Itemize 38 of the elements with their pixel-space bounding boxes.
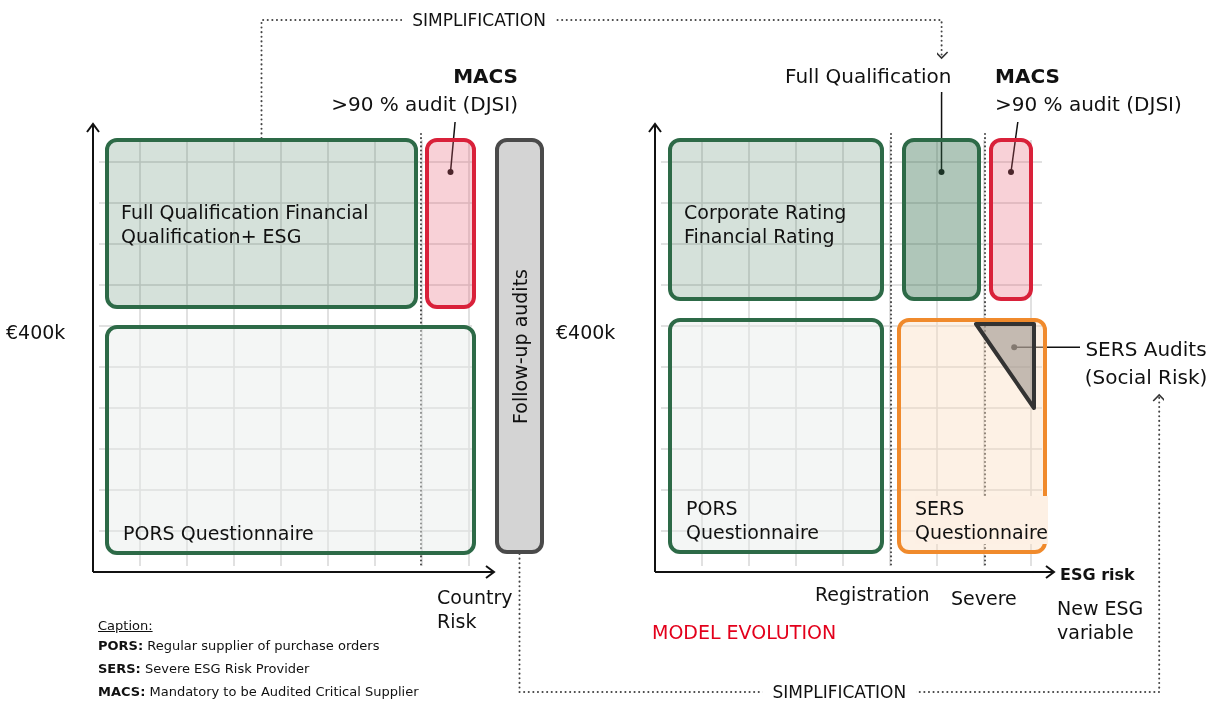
axis-value: €400k	[6, 320, 66, 344]
box-label: Full Qualification Financial Qualification+ ESG	[121, 200, 370, 248]
callout-text: >90 % audit (DJSI)	[995, 91, 1183, 118]
caption-entry: MACS: Mandatory to be Audited Critical Supplier	[98, 683, 419, 701]
leader-line	[1011, 344, 1081, 351]
axis-title: Country Risk	[437, 585, 514, 633]
callout-text: SERS Audits (Social Risk)	[1083, 336, 1209, 391]
callout-heading: MACS	[995, 63, 1061, 90]
axis-title: ESG risk	[1060, 564, 1135, 586]
audit-box	[425, 138, 476, 309]
callout-text: >90 % audit (DJSI)	[330, 91, 518, 118]
questionnaire-box	[668, 318, 884, 554]
callout-text: Full Qualification	[785, 63, 953, 90]
leader-line	[938, 91, 945, 175]
box-label: PORS Questionnaire	[123, 521, 314, 545]
questionnaire-box	[897, 318, 1047, 554]
box-label: SERS Questionnaire	[915, 496, 1049, 544]
caption-entry: PORS: Regular supplier of purchase orders	[98, 637, 380, 655]
box-label: Corporate Rating Financial Rating	[684, 200, 848, 248]
qualification-box	[105, 138, 418, 309]
qualification-box	[668, 138, 884, 301]
qualification-box	[902, 138, 981, 301]
axis-tick-label: Registration	[815, 582, 930, 606]
leader-line	[447, 121, 456, 175]
callout-heading: MACS	[452, 63, 518, 90]
audit-triangle	[972, 320, 1038, 412]
caption-heading: Caption:	[98, 617, 153, 635]
questionnaire-box	[105, 325, 476, 555]
leader-line	[1008, 121, 1019, 175]
caption-entry: SERS: Severe ESG Risk Provider	[98, 660, 310, 678]
axis-note: New ESG variable	[1057, 596, 1145, 644]
axis-tick-label: Severe	[951, 586, 1017, 610]
section-heading: MODEL EVOLUTION	[652, 620, 837, 644]
box-label: Follow-up audits	[507, 268, 532, 424]
audit-box	[989, 138, 1033, 301]
box-label: PORS Questionnaire	[686, 496, 821, 544]
follow-up-bar	[495, 138, 544, 554]
axis-value: €400k	[556, 320, 616, 344]
